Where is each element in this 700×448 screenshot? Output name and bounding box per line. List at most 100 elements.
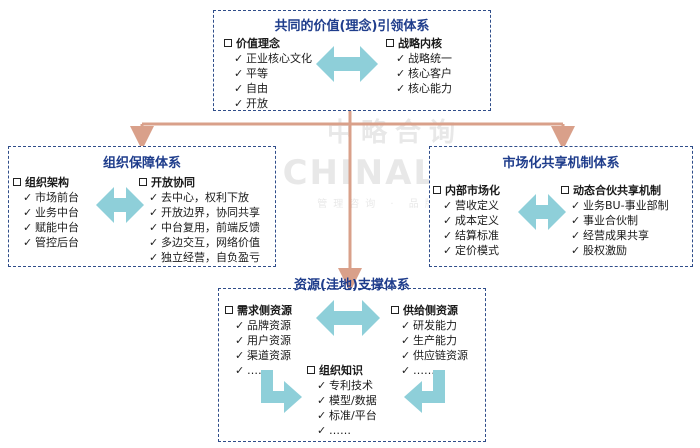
double-arrow-icon-right (518, 194, 566, 230)
checkmark-icon: ✓ (571, 199, 581, 212)
checkmark-icon: ✓ (234, 97, 244, 110)
checkmark-icon: ✓ (443, 229, 453, 242)
list-item: ✓模型/数据 (317, 394, 377, 407)
list-item: ✓去中心，权利下放 (149, 191, 249, 204)
checkmark-icon: ✓ (571, 214, 581, 227)
checkmark-icon: ✓ (401, 334, 411, 347)
value-concept-group: 价值理念 ✓正业核心文化 ✓平等 ✓自由 ✓开放 (224, 36, 312, 111)
checkbox-square-icon (13, 178, 21, 186)
open-collaboration-group: 开放协同 ✓去中心，权利下放 ✓开放边界，协同共享 ✓中台复用，前端反馈 ✓多边… (139, 175, 260, 265)
list-item: ✓专利技术 (317, 379, 373, 392)
double-arrow-icon-top (316, 46, 378, 82)
checkmark-icon: ✓ (23, 236, 33, 249)
list-item: ✓生产能力 (401, 334, 457, 347)
list-item: ✓渠道资源 (235, 349, 291, 362)
list-item: ✓结算标准 (443, 229, 499, 242)
org-knowledge-list: ✓专利技术 ✓模型/数据 ✓标准/平台 ✓…… (307, 378, 377, 438)
org-knowledge-group: 组织知识 ✓专利技术 ✓模型/数据 ✓标准/平台 ✓…… (307, 363, 377, 438)
list-item: ✓用户资源 (235, 334, 291, 347)
supply-resources-heading: 供给侧资源 (391, 303, 468, 318)
resource-support-title: 资源(洼地)支撑体系 (294, 278, 410, 293)
dynamic-partnership-heading: 动态合伙共享机制 (561, 183, 669, 198)
org-knowledge-heading: 组织知识 (307, 363, 377, 378)
list-item: ✓正业核心文化 (234, 52, 312, 65)
checkmark-icon: ✓ (401, 319, 411, 332)
supply-resources-list: ✓研发能力 ✓生产能力 ✓供应链资源 ✓…… (391, 318, 468, 378)
strategy-core-group: 战略内核 ✓战略统一 ✓核心客户 ✓核心能力 (386, 36, 452, 96)
list-item: ✓业务BU-事业部制 (571, 199, 669, 212)
org-structure-list: ✓市场前台 ✓业务中台 ✓赋能中台 ✓管控后台 (13, 190, 79, 250)
org-guarantee-title: 组织保障体系 (102, 156, 181, 171)
checkmark-icon: ✓ (443, 244, 453, 257)
list-item: ✓开放 (234, 97, 268, 110)
demand-resources-list: ✓品牌资源 ✓用户资源 ✓渠道资源 ✓…… (225, 318, 292, 378)
list-item: ✓赋能中台 (23, 221, 79, 234)
checkmark-icon: ✓ (235, 319, 245, 332)
checkbox-square-icon (307, 366, 315, 374)
double-arrow-icon-bottom (316, 300, 380, 336)
list-item: ✓自由 (234, 82, 268, 95)
list-item: ✓…… (317, 424, 351, 437)
list-item: ✓事业合伙制 (571, 214, 638, 227)
list-item: ✓管控后台 (23, 236, 79, 249)
checkbox-square-icon (224, 39, 232, 47)
checkmark-icon: ✓ (396, 67, 406, 80)
checkmark-icon: ✓ (234, 67, 244, 80)
checkmark-icon: ✓ (149, 251, 159, 264)
list-item: ✓核心能力 (396, 82, 452, 95)
list-item: ✓独立经营，自负盈亏 (149, 251, 260, 264)
list-item: ✓供应链资源 (401, 349, 468, 362)
market-sharing-box: 市场化共享机制体系 内部市场化 ✓营收定义 ✓成本定义 ✓结算标准 ✓定价模式 … (429, 146, 693, 267)
list-item: ✓营收定义 (443, 199, 499, 212)
checkmark-icon: ✓ (23, 191, 33, 204)
checkbox-square-icon (386, 39, 394, 47)
checkmark-icon: ✓ (234, 52, 244, 65)
list-item: ✓多边交互，网络价值 (149, 236, 260, 249)
checkbox-square-icon (225, 306, 233, 314)
checkmark-icon: ✓ (443, 214, 453, 227)
checkmark-icon: ✓ (317, 379, 327, 392)
double-arrow-icon-left (96, 187, 144, 223)
demand-resources-group: 需求侧资源 ✓品牌资源 ✓用户资源 ✓渠道资源 ✓…… (225, 303, 292, 378)
checkmark-icon: ✓ (401, 349, 411, 362)
checkmark-icon: ✓ (571, 229, 581, 242)
checkmark-icon: ✓ (23, 206, 33, 219)
org-structure-heading: 组织架构 (13, 175, 79, 190)
checkmark-icon: ✓ (401, 364, 411, 377)
checkmark-icon: ✓ (149, 191, 159, 204)
demand-resources-heading: 需求侧资源 (225, 303, 292, 318)
internal-market-group: 内部市场化 ✓营收定义 ✓成本定义 ✓结算标准 ✓定价模式 (433, 183, 500, 258)
internal-market-heading: 内部市场化 (433, 183, 500, 198)
list-item: ✓…… (401, 364, 435, 377)
checkbox-square-icon (433, 186, 441, 194)
list-item: ✓成本定义 (443, 214, 499, 227)
open-collaboration-list: ✓去中心，权利下放 ✓开放边界，协同共享 ✓中台复用，前端反馈 ✓多边交互，网络… (139, 190, 260, 265)
internal-market-list: ✓营收定义 ✓成本定义 ✓结算标准 ✓定价模式 (433, 198, 500, 258)
checkbox-square-icon (561, 186, 569, 194)
list-item: ✓战略统一 (396, 52, 452, 65)
checkmark-icon: ✓ (23, 221, 33, 234)
list-item: ✓核心客户 (396, 67, 452, 80)
list-item: ✓定价模式 (443, 244, 499, 257)
value-guidance-title: 共同的价值(理念)引领体系 (274, 19, 430, 34)
checkmark-icon: ✓ (443, 199, 453, 212)
strategy-core-heading: 战略内核 (386, 36, 452, 51)
list-item: ✓中台复用，前端反馈 (149, 221, 260, 234)
open-collaboration-heading: 开放协同 (139, 175, 260, 190)
checkbox-square-icon (139, 178, 147, 186)
list-item: ✓市场前台 (23, 191, 79, 204)
checkmark-icon: ✓ (235, 349, 245, 362)
dynamic-partnership-group: 动态合伙共享机制 ✓业务BU-事业部制 ✓事业合伙制 ✓经营成果共享 ✓股权激励 (561, 183, 669, 258)
list-item: ✓平等 (234, 67, 268, 80)
market-sharing-title: 市场化共享机制体系 (502, 156, 620, 171)
checkmark-icon: ✓ (396, 82, 406, 95)
checkmark-icon: ✓ (317, 394, 327, 407)
resource-support-box: 资源(洼地)支撑体系 需求侧资源 ✓品牌资源 ✓用户资源 ✓渠道资源 ✓…… 供… (218, 278, 486, 442)
strategy-core-list: ✓战略统一 ✓核心客户 ✓核心能力 (386, 51, 452, 96)
list-item: ✓经营成果共享 (571, 229, 649, 242)
checkmark-icon: ✓ (234, 82, 244, 95)
value-concept-list: ✓正业核心文化 ✓平等 ✓自由 ✓开放 (224, 51, 312, 111)
checkmark-icon: ✓ (235, 334, 245, 347)
